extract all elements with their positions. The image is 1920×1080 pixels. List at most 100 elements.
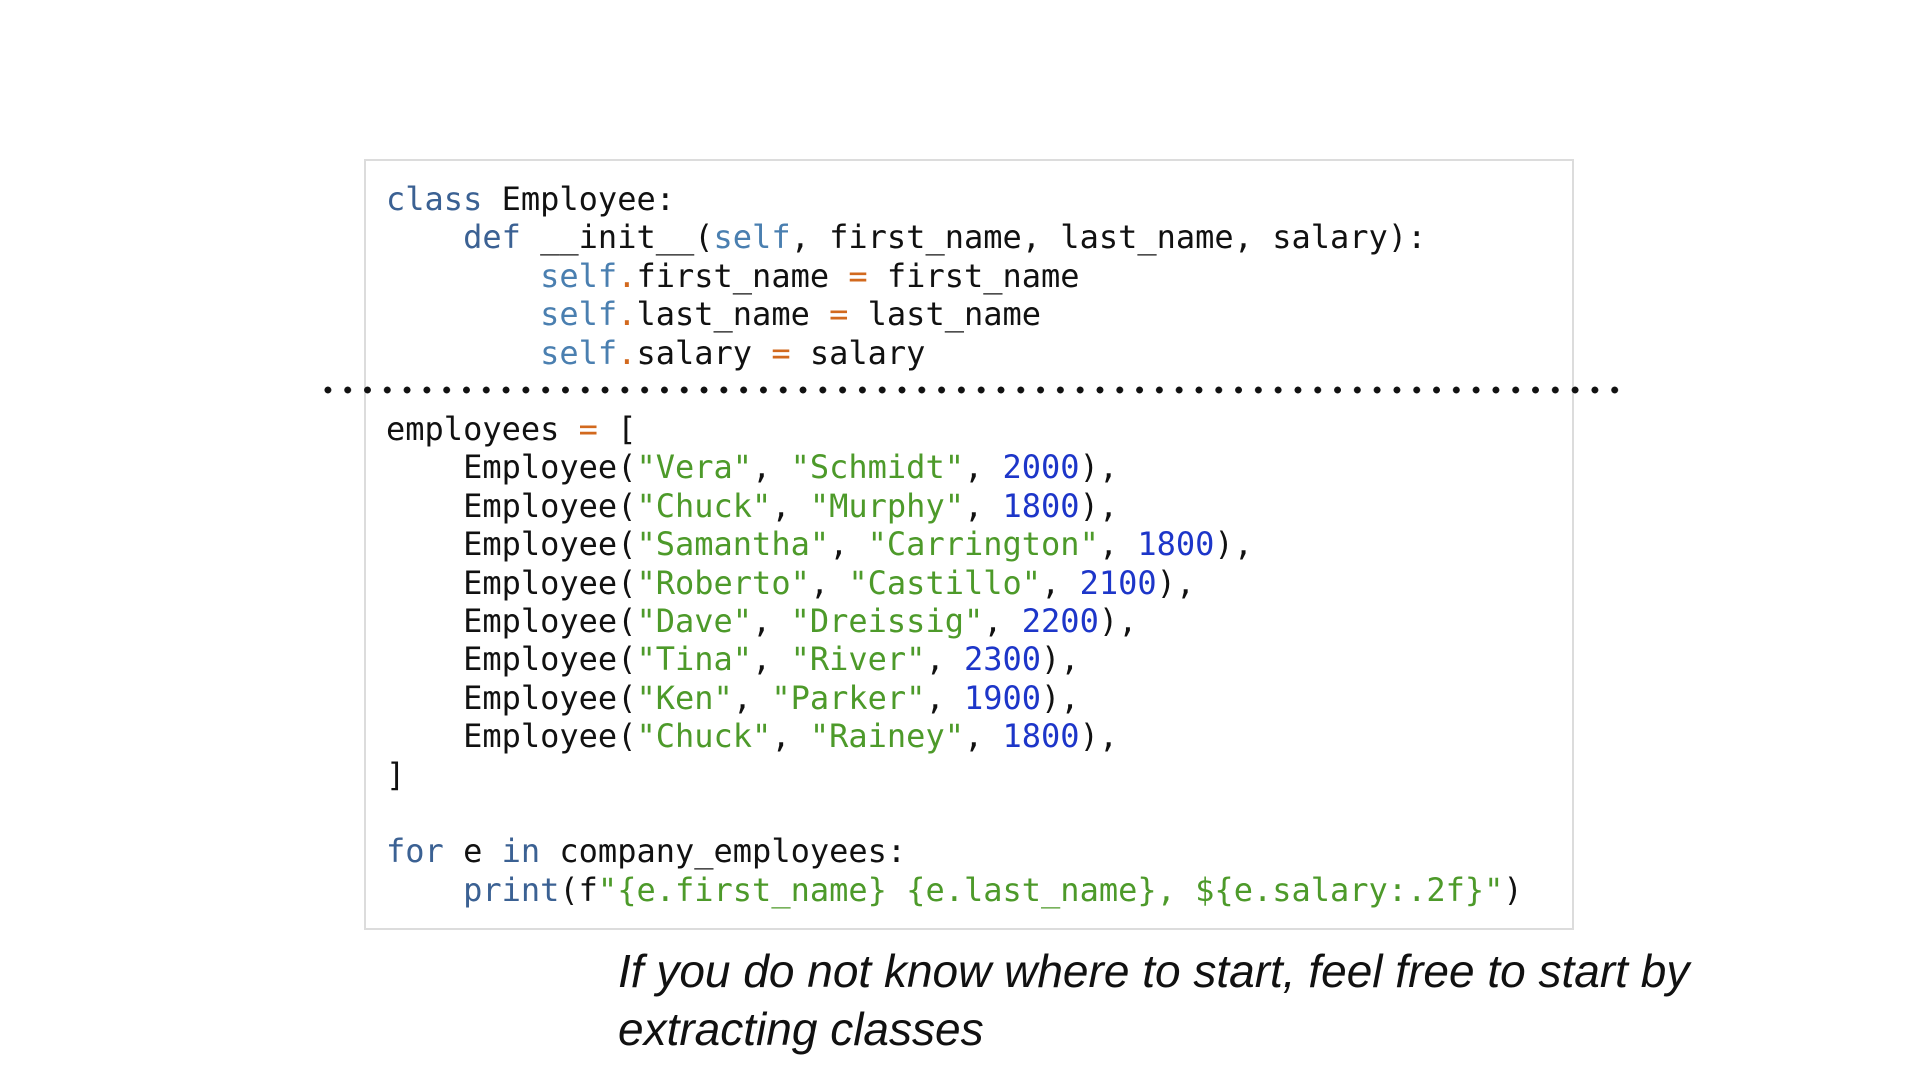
code-token: , (809, 563, 849, 602)
code-token: "Murphy" (809, 486, 964, 525)
code-token: , (752, 601, 791, 640)
code-token: , (771, 717, 810, 756)
code-line: self.first_name = first_name (386, 257, 1426, 295)
code-line: employees = [ (386, 410, 1523, 448)
code-token: ), (1041, 640, 1080, 679)
code-token: salary (636, 333, 772, 372)
code-token: 2300 (963, 640, 1042, 679)
code-token: . (617, 333, 637, 372)
code-line: self.last_name = last_name (386, 295, 1426, 333)
code-box (364, 159, 1574, 930)
code-token: = (829, 295, 849, 334)
code-token: "River" (790, 640, 926, 679)
caption-line-1: If you do not know where to start, feel … (618, 945, 1690, 997)
code-token: def (463, 218, 521, 257)
code-token: "Roberto" (636, 563, 810, 602)
code-token: company_employees: (540, 832, 907, 871)
code-token: 1900 (963, 678, 1042, 717)
code-line: Employee("Chuck", "Murphy", 1800), (386, 487, 1523, 525)
code-token: __init__( (520, 218, 714, 257)
code-token: "Rainey" (809, 717, 964, 756)
code-token: 2200 (1021, 601, 1099, 640)
code-token: ) (1503, 870, 1523, 909)
code-token: Employee( (386, 525, 637, 564)
code-token: , (925, 640, 964, 679)
code-token: ), (1079, 448, 1119, 487)
code-token: in (501, 832, 541, 871)
code-token: ), (1079, 717, 1119, 756)
code-token: "Ken" (636, 678, 733, 717)
code-line: print(f"{e.first_name} {e.last_name}, ${… (386, 871, 1523, 909)
code-token: ), (1098, 601, 1138, 640)
code-token: self (540, 295, 618, 334)
code-token: , first_name, last_name, salary): (790, 218, 1427, 257)
code-token: . (617, 295, 637, 334)
code-line (386, 794, 1523, 832)
code-token: , (963, 717, 1003, 756)
code-token: , (752, 448, 791, 487)
code-token: first_name (636, 256, 849, 295)
code-token: self (540, 333, 618, 372)
code-token: 1800 (1137, 525, 1215, 564)
code-token: , (925, 678, 964, 717)
code-token: , (963, 448, 1003, 487)
code-token: "Schmidt" (790, 448, 964, 487)
code-token: Employee: (482, 180, 675, 218)
code-token: [ (597, 410, 637, 448)
dotted-divider (318, 384, 1630, 396)
code-token: "{e.first_name} {e.last_name}, ${e.salar… (597, 870, 1504, 909)
caption: If you do not know where to start, feel … (618, 942, 1898, 1058)
code-token: self (713, 218, 791, 257)
code-token: ), (1041, 678, 1080, 717)
code-token: "Parker" (771, 678, 926, 717)
code-token (386, 257, 540, 295)
code-token: Employee( (386, 486, 637, 525)
code-token: = (848, 256, 868, 295)
code-line: for e in company_employees: (386, 832, 1523, 870)
code-token: e (443, 832, 502, 871)
code-token: "Chuck" (636, 717, 772, 756)
code-line: ] (386, 756, 1523, 794)
code-token: , (752, 640, 791, 679)
code-token: "Dave" (636, 601, 753, 640)
code-token: last_name (848, 295, 1042, 334)
class-definition-code: class Employee: def __init__(self, first… (386, 180, 1426, 372)
code-token: ), (1079, 486, 1119, 525)
employees-usage-code: employees = [ Employee("Vera", "Schmidt"… (386, 410, 1523, 909)
code-token: ] (386, 755, 406, 794)
caption-line-2: extracting classes (618, 1003, 984, 1055)
code-token: , (1041, 563, 1080, 602)
code-token: employees (386, 410, 579, 448)
code-token (386, 218, 463, 256)
code-token: ), (1156, 563, 1196, 602)
code-token (386, 334, 540, 372)
code-line: self.salary = salary (386, 334, 1426, 372)
code-token: Employee( (386, 448, 637, 487)
code-line: Employee("Ken", "Parker", 1900), (386, 679, 1523, 717)
code-token: for (386, 832, 444, 871)
code-token: . (617, 256, 637, 295)
code-token: Employee( (386, 717, 637, 756)
code-token: 1800 (1002, 717, 1080, 756)
code-token: , (732, 678, 772, 717)
code-token: , (829, 525, 868, 564)
code-token: 2000 (1002, 448, 1080, 487)
code-token: Employee( (386, 601, 637, 640)
code-token: "Castillo" (848, 563, 1042, 602)
code-token: print (463, 870, 560, 909)
code-token: self (540, 256, 618, 295)
code-token: "Dreissig" (790, 601, 984, 640)
code-line: Employee("Roberto", "Castillo", 2100), (386, 564, 1523, 602)
code-token: = (578, 410, 598, 448)
code-token: first_name (867, 256, 1080, 295)
code-token: salary (790, 333, 926, 372)
code-token: "Samantha" (636, 525, 830, 564)
code-token: , (1098, 525, 1138, 564)
code-token: Employee( (386, 678, 637, 717)
code-line: class Employee: (386, 180, 1426, 218)
code-token: ), (1214, 525, 1253, 564)
code-token: , (771, 486, 810, 525)
code-line: def __init__(self, first_name, last_name… (386, 218, 1426, 256)
code-line: Employee("Samantha", "Carrington", 1800)… (386, 525, 1523, 563)
